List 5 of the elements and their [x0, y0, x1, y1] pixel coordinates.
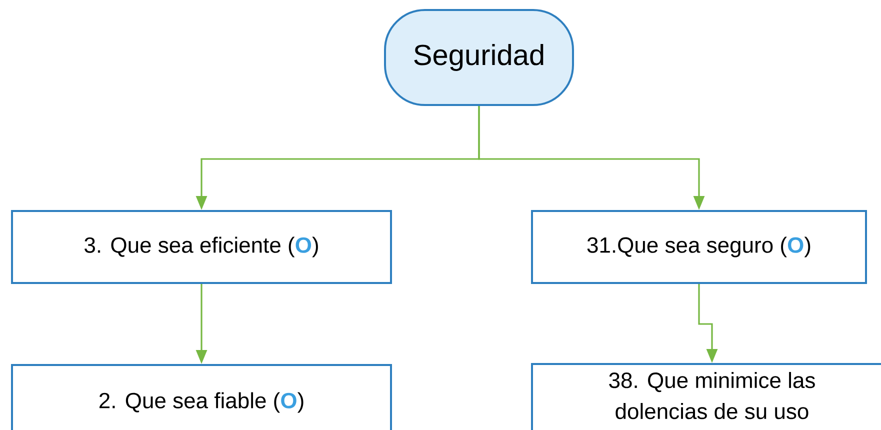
process-box: 2. Que sea fiable (O): [11, 364, 392, 430]
process-box: 3. Que sea eficiente (O): [11, 210, 392, 284]
process-box: 31.Que sea seguro (O): [531, 210, 867, 284]
rounded-box: Seguridad: [384, 9, 574, 106]
process-box: 38. Que minimice las dolencias de su uso: [531, 363, 881, 430]
